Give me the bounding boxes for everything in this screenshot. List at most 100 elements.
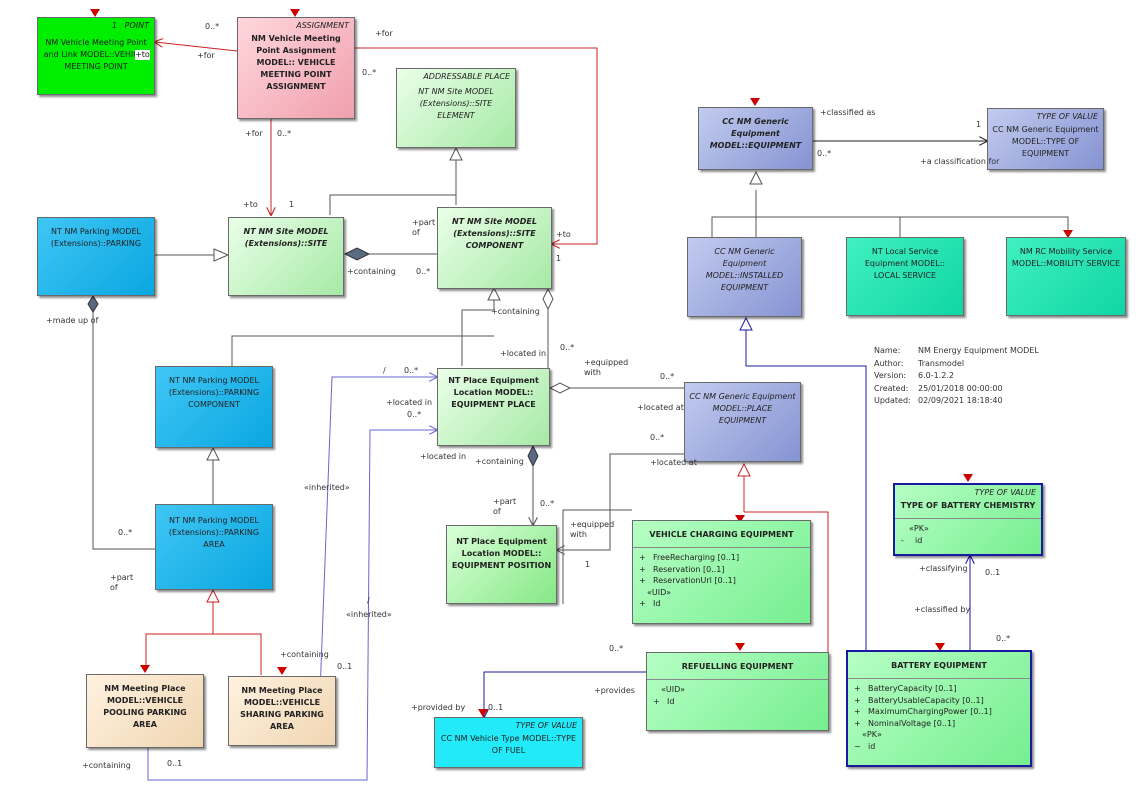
generalization-heads bbox=[206, 146, 763, 603]
place-equipment-class[interactable]: CC NM Generic Equipment MODEL::PLACE EQU… bbox=[684, 382, 801, 462]
multiplicity-label: 0..* bbox=[560, 343, 575, 352]
parking-component-to-site-component bbox=[231, 335, 494, 366]
type-of-fuel-stereotype: TYPE OF VALUE bbox=[515, 721, 577, 730]
type-of-fuel-class[interactable]: TYPE OF VALUE CC NM Vehicle Type MODEL::… bbox=[434, 717, 583, 768]
battery-chemistry-attributes: «PK» -id bbox=[895, 518, 1041, 546]
multiplicity-label: 0..* bbox=[650, 433, 665, 442]
equipment-place-class[interactable]: NT Place Equipment Location MODEL:: EQUI… bbox=[437, 368, 550, 446]
equipment-position-class[interactable]: NT Place Equipment Location MODEL:: EQUI… bbox=[446, 525, 557, 604]
attribute-row: +Id bbox=[653, 696, 675, 706]
battery-equipment-class[interactable]: BATTERY EQUIPMENT +BatteryCapacity [0..1… bbox=[846, 650, 1032, 767]
multiplicity-label: 0..* bbox=[996, 634, 1011, 643]
battery-equipment-title: BATTERY EQUIPMENT bbox=[891, 661, 987, 670]
parking-area-class[interactable]: NT NM Parking MODEL (Extensions)::PARKIN… bbox=[155, 504, 273, 590]
place-equipment-to-battery bbox=[785, 365, 867, 650]
assignment-class[interactable]: ASSIGNMENT NM Vehicle Meeting Point Assi… bbox=[237, 17, 355, 119]
generalization-head-parking-component bbox=[206, 446, 220, 461]
battery-chemistry-stereotype: TYPE OF VALUE bbox=[974, 488, 1036, 497]
battery-equipment-attributes: +BatteryCapacity [0..1] +BatteryUsableCa… bbox=[848, 678, 1030, 752]
multiplicity-label: 0..* bbox=[277, 129, 292, 138]
role-label: +to bbox=[243, 200, 258, 209]
meeting-point-title: NM Vehicle Meeting Point and Link MODEL:… bbox=[43, 38, 149, 71]
inherited-link-2 bbox=[147, 430, 437, 781]
stereotype-label: «inherited» bbox=[346, 610, 392, 619]
site-title: NT NM Site MODEL (Extensions)::SITE bbox=[243, 227, 329, 248]
site-class[interactable]: NT NM Site MODEL (Extensions)::SITE bbox=[228, 217, 344, 296]
role-label: +containing bbox=[82, 761, 131, 770]
role-label: +located at bbox=[637, 403, 684, 412]
sharing-title: NM Meeting Place MODEL::VEHICLE SHARING … bbox=[240, 686, 324, 731]
role-label: +containing bbox=[347, 267, 396, 276]
derived-marker: / bbox=[383, 366, 386, 375]
attribute-row: +MaximumChargingPower [0..1] bbox=[854, 707, 992, 716]
role-label: +classifying bbox=[919, 564, 968, 573]
refuelling-class[interactable]: REFUELLING EQUIPMENT «UID» +Id bbox=[646, 652, 829, 731]
multiplicity-label: 0..* bbox=[407, 410, 422, 419]
multiplicity-label: 0..* bbox=[609, 644, 624, 653]
generalization-head-equipment bbox=[749, 170, 763, 185]
multiplicity-label: 0..* bbox=[404, 366, 419, 375]
pin-mobility-service bbox=[1063, 230, 1073, 238]
role-label: +equipped with bbox=[584, 358, 629, 377]
site-to-site-element bbox=[329, 148, 457, 215]
multiplicity-label: 0..1 bbox=[167, 759, 183, 768]
battery-chemistry-class[interactable]: TYPE OF VALUE TYPE OF BATTERY CHEMISTRY … bbox=[893, 483, 1043, 556]
vehicle-charging-class[interactable]: VEHICLE CHARGING EQUIPMENT +FreeRechargi… bbox=[632, 520, 811, 624]
role-label: +located at bbox=[650, 458, 697, 467]
parking-area-to-parking bbox=[92, 306, 155, 550]
mobility-service-class[interactable]: NM RC Mobility Service MODEL::MOBILITY S… bbox=[1006, 237, 1126, 316]
sharing-class[interactable]: NM Meeting Place MODEL::VEHICLE SHARING … bbox=[228, 676, 336, 746]
composition-diamond-parking bbox=[87, 295, 99, 313]
attribute-row: +Id bbox=[639, 599, 661, 608]
role-label: +part of bbox=[493, 497, 517, 516]
pooling-class[interactable]: NM Meeting Place MODEL::VEHICLE POOLING … bbox=[86, 674, 204, 748]
role-label: +to bbox=[556, 230, 571, 239]
parking-component-class[interactable]: NT NM Parking MODEL (Extensions)::PARKIN… bbox=[155, 366, 273, 448]
role-label: +for bbox=[375, 29, 393, 38]
derived-marker: / bbox=[367, 596, 370, 605]
composition-diamond-equipment-place bbox=[527, 444, 539, 468]
attribute-row: +FreeRecharging [0..1] bbox=[639, 553, 740, 562]
refuelling-attributes: «UID» +Id bbox=[647, 679, 828, 707]
assignment-to-meeting-point bbox=[155, 42, 238, 52]
multiplicity-label: 0..1 bbox=[337, 662, 353, 671]
role-label: +containing bbox=[280, 650, 329, 659]
multiplicity-label: 0..* bbox=[118, 528, 133, 537]
multiplicity-label: 1 bbox=[289, 200, 295, 209]
attribute-row: +ReservationUrl [0..1] bbox=[639, 576, 736, 585]
attribute-row: +NominalVoltage [0..1] bbox=[854, 718, 956, 728]
installed-equipment-class[interactable]: CC NM Generic Equipment MODEL::INSTALLED… bbox=[687, 237, 802, 317]
parking-class[interactable]: NT NM Parking MODEL (Extensions)::PARKIN… bbox=[37, 217, 155, 296]
generalization-head-installed bbox=[739, 316, 753, 331]
generic-equipment-title: CC NM Generic Equipment MODEL::EQUIPMENT bbox=[709, 117, 802, 150]
aggregation-diamonds bbox=[87, 247, 572, 525]
multiplicity-label: 1 bbox=[556, 254, 562, 263]
meeting-point-corner: 1 bbox=[112, 21, 118, 30]
metadata-row: Updated:02/09/2021 18:18:40 bbox=[874, 396, 1003, 405]
equipment-position-to-place-equipment bbox=[557, 453, 684, 550]
multiplicity-label: 0..* bbox=[540, 499, 555, 508]
metadata-row: Created:25/01/2018 00:00:00 bbox=[874, 383, 1003, 393]
vehicle-charging-title: VEHICLE CHARGING EQUIPMENT bbox=[649, 530, 794, 539]
attribute-row: +BatteryUsableCapacity [0..1] bbox=[854, 695, 984, 705]
pk-section-label: «PK» bbox=[909, 524, 929, 533]
role-label: +located in bbox=[386, 398, 433, 407]
assignment-stereotype: ASSIGNMENT bbox=[296, 21, 349, 30]
pin-pooling bbox=[140, 665, 150, 673]
pooling-to-parking-area-line bbox=[145, 633, 262, 675]
site-component-title: NT NM Site MODEL (Extensions)::SITE COMP… bbox=[452, 217, 537, 250]
site-element-stereotype: ADDRESSABLE PLACE bbox=[423, 72, 510, 81]
generic-equipment-class[interactable]: CC NM Generic Equipment MODEL::EQUIPMENT bbox=[698, 107, 813, 170]
installed-equipment-title: CC NM Generic Equipment MODEL::INSTALLED… bbox=[705, 247, 784, 292]
place-equipment-title: CC NM Generic Equipment MODEL::PLACE EQU… bbox=[689, 392, 796, 425]
stereotype-label: «inherited» bbox=[304, 483, 350, 492]
metadata-row: Author:Transmodel bbox=[874, 358, 965, 368]
site-element-class[interactable]: ADDRESSABLE PLACE NT NM Site MODEL (Exte… bbox=[396, 68, 516, 148]
type-of-equipment-class[interactable]: TYPE OF VALUE CC NM Generic Equipment MO… bbox=[987, 108, 1104, 170]
parking-title: NT NM Parking MODEL (Extensions)::PARKIN… bbox=[50, 227, 142, 248]
site-element-title: NT NM Site MODEL (Extensions)::SITE ELEM… bbox=[418, 87, 494, 120]
local-service-class[interactable]: NT Local Service Equipment MODEL:: LOCAL… bbox=[846, 237, 964, 316]
site-component-class[interactable]: NT NM Site MODEL (Extensions)::SITE COMP… bbox=[437, 207, 552, 289]
pin-generic-equipment bbox=[750, 98, 760, 106]
pin-vehicle-charging bbox=[735, 515, 745, 523]
